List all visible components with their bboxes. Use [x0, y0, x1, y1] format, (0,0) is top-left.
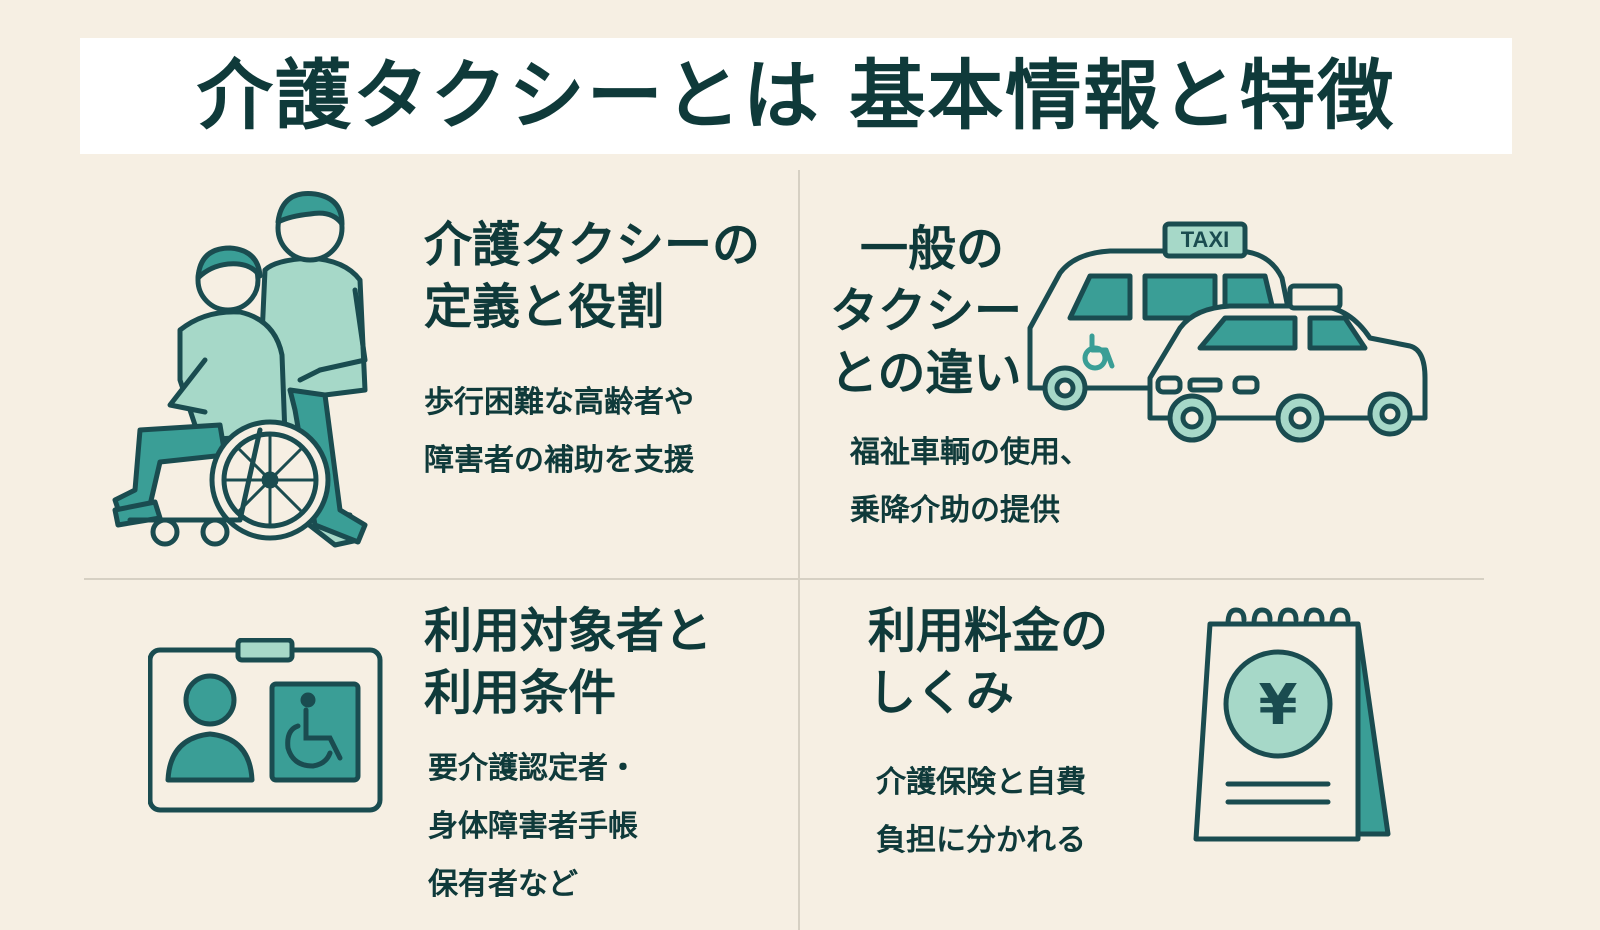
eligibility-desc-line2: 身体障害者手帳 [428, 809, 638, 844]
difference-title-line1: 一般の [860, 221, 1005, 277]
definition-title-line1: 介護タクシーの [424, 217, 761, 273]
page-title: 介護タクシーとは 基本情報と特徴 [196, 51, 1396, 140]
eligibility-title-line1: 利用対象者と [424, 603, 713, 659]
fees-section: 利用料金の しくみ 介護保険と自費 負担に分かれる [868, 600, 1108, 870]
taxi-cars-icon: TAXI [1020, 218, 1440, 458]
difference-section: 一般の タクシー との違い 福祉車輌の使用、 乗降介助の提供 [830, 218, 1090, 540]
id-card-icon [148, 638, 384, 816]
fees-title-line2: しくみ [868, 665, 1014, 721]
eligibility-title-line2: 利用条件 [424, 665, 617, 721]
eligibility-desc-line1: 要介護認定者・ [428, 751, 638, 786]
vertical-divider [798, 170, 800, 930]
taxi-sign-text: TAXI [1181, 227, 1229, 252]
definition-desc-line2: 障害者の補助を支援 [424, 443, 694, 478]
eligibility-section: 利用対象者と 利用条件 要介護認定者・ 身体障害者手帳 保有者など [424, 600, 712, 914]
difference-title-line2: タクシー [830, 283, 1023, 339]
difference-desc-line2: 乗降介助の提供 [850, 493, 1060, 528]
eligibility-desc-line3: 保有者など [428, 867, 578, 902]
definition-desc-line1: 歩行困難な高齢者や [424, 385, 694, 420]
difference-desc-line1: 福祉車輌の使用、 [850, 435, 1090, 470]
fees-desc-line2: 負担に分かれる [876, 823, 1086, 858]
yen-symbol: ¥ [1259, 673, 1298, 738]
definition-title-line2: 定義と役割 [424, 279, 665, 335]
horizontal-divider [84, 578, 1484, 580]
caregiver-wheelchair-icon [110, 180, 400, 560]
fees-desc-line1: 介護保険と自費 [876, 765, 1086, 800]
title-banner: 介護タクシーとは 基本情報と特徴 [80, 38, 1512, 154]
definition-section: 介護タクシーの 定義と役割 歩行困難な高齢者や 障害者の補助を支援 [424, 214, 760, 490]
calendar-yen-icon: ¥ [1188, 604, 1394, 858]
fees-title-line1: 利用料金の [868, 603, 1109, 659]
difference-title-line3: との違い [830, 345, 1022, 401]
